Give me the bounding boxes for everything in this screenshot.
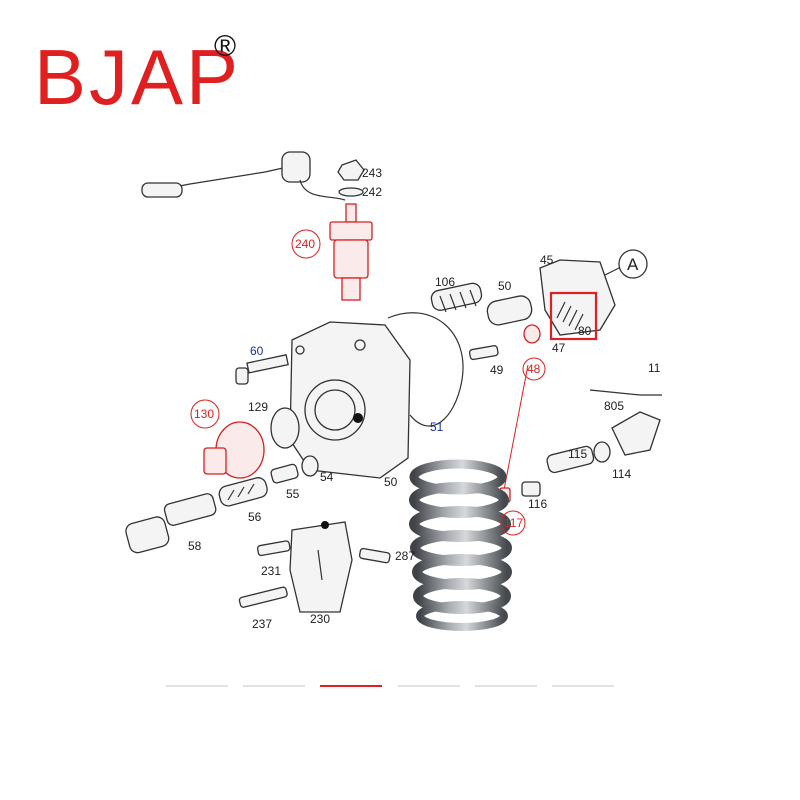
bracket-part-230 — [238, 521, 391, 613]
label-47: 47 — [552, 341, 566, 355]
coil-spring-photo — [409, 459, 512, 631]
pin-part-49 — [468, 345, 499, 361]
sensor-cable — [141, 151, 346, 201]
label-130-ring — [190, 399, 220, 429]
label-48: 48 — [527, 362, 541, 376]
label-240-ring — [291, 229, 321, 259]
piston-part-50 — [486, 295, 533, 326]
callout-label-a: A — [627, 255, 639, 274]
pager-dot-3[interactable] — [320, 685, 382, 687]
label-48-ring — [522, 357, 546, 381]
label-129: 129 — [248, 400, 268, 414]
pager-dot-6[interactable] — [552, 685, 614, 687]
sensor-part-240 — [329, 203, 373, 301]
label-51: 51 — [430, 420, 444, 434]
label-117-ring — [500, 510, 526, 536]
label-56: 56 — [248, 510, 262, 524]
label-55: 55 — [286, 487, 300, 501]
nut-part — [337, 159, 365, 197]
label-114: 114 — [612, 467, 631, 481]
label-45: 45 — [540, 253, 554, 267]
pager-dot-1[interactable] — [166, 685, 228, 687]
label-242: 242 — [362, 185, 382, 199]
label-60: 60 — [250, 344, 264, 358]
pager-dot-5[interactable] — [475, 685, 537, 687]
plug-part-130 — [203, 421, 265, 479]
fitting-part-116 — [499, 481, 541, 503]
gasket-ring — [387, 312, 464, 427]
o-ring-129 — [270, 407, 300, 449]
bolt-part-60 — [235, 354, 289, 385]
label-54: 54 — [320, 470, 334, 484]
pump-head-body — [289, 321, 411, 479]
label-106: 106 — [435, 275, 455, 289]
highlighted-spring-box — [549, 291, 598, 341]
pager-dot-2[interactable] — [243, 685, 305, 687]
label-50-top: 50 — [498, 279, 512, 293]
label-11: 11 — [648, 361, 661, 375]
label-58: 58 — [188, 539, 202, 553]
label-50-bottom: 50 — [384, 475, 398, 489]
label-116: 116 — [528, 497, 547, 511]
registered-mark: ® — [214, 30, 237, 63]
spring-part-106 — [430, 282, 483, 313]
label-80: 80 — [578, 324, 592, 338]
callout-a — [604, 249, 648, 279]
label-243: 243 — [362, 166, 382, 180]
label-237: 237 — [252, 617, 272, 631]
lower-left-parts — [125, 455, 319, 554]
label-117: 117 — [504, 516, 523, 530]
label-115: 115 — [568, 447, 587, 461]
pager-dot-4[interactable] — [398, 685, 460, 687]
label-49: 49 — [490, 363, 504, 377]
label-130: 130 — [194, 407, 214, 421]
brand-logo: BJAP — [34, 33, 242, 121]
label-230: 230 — [310, 612, 330, 626]
label-240: 240 — [295, 237, 315, 251]
label-287: 287 — [395, 549, 415, 563]
label-231: 231 — [261, 564, 281, 578]
label-805: 805 — [604, 399, 624, 413]
washer-part-48 — [503, 324, 541, 491]
rod-part-115 — [546, 389, 662, 474]
